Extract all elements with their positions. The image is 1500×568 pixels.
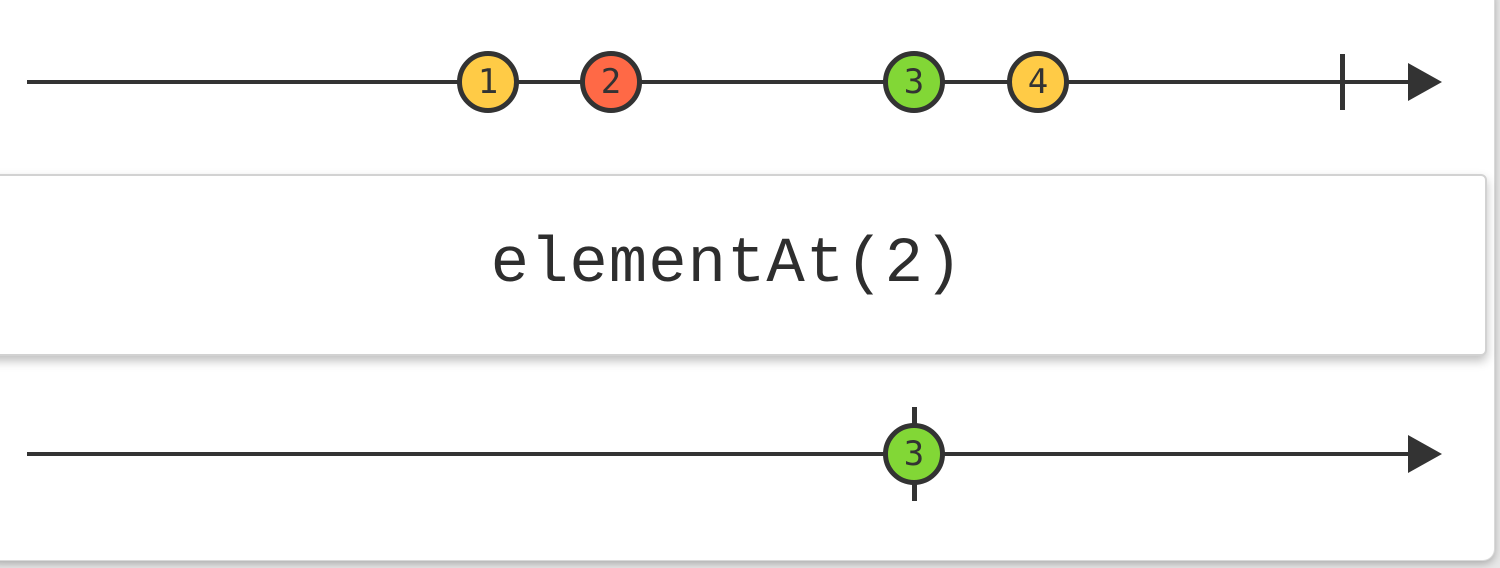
marble-1[interactable]: 1 [457,51,519,113]
marble-4[interactable]: 4 [1007,51,1069,113]
marble-2[interactable]: 2 [580,51,642,113]
arrowhead-icon [1408,435,1442,473]
output-stream-timeline: 3 [27,407,1442,501]
timeline-line [27,452,1422,456]
timeline-line [27,80,1422,84]
operator-label: elementAt(2) [490,229,964,301]
arrowhead-icon [1408,63,1442,101]
marble-3[interactable]: 3 [883,51,945,113]
operator-box: elementAt(2) [0,174,1487,356]
complete-tick [1339,54,1345,110]
marble-3: 3 [883,423,945,485]
